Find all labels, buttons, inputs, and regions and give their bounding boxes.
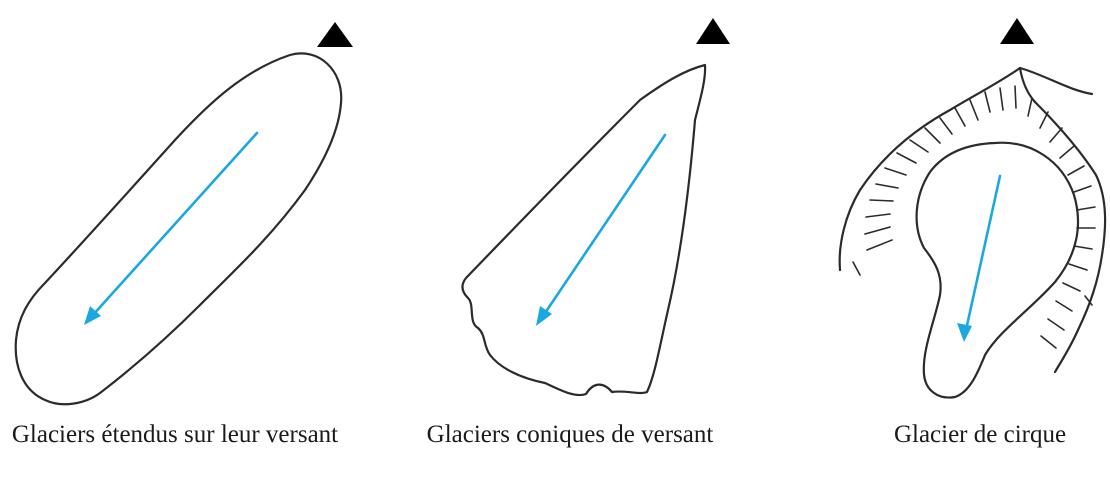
cirque-headwall-line xyxy=(838,66,1022,272)
flow-arrow-icon xyxy=(541,133,667,318)
flow-arrowhead-icon xyxy=(84,306,101,325)
cirque-headwall-line xyxy=(1033,100,1107,374)
flow-arrow-icon xyxy=(90,131,259,318)
panel-conical-glacier xyxy=(461,18,730,397)
caption-cirque-glacier: Glacier de cirque xyxy=(893,421,1067,448)
ridge-line xyxy=(1018,66,1094,96)
flow-arrow-icon xyxy=(964,174,1002,332)
panel-elongated-glacier xyxy=(14,22,353,406)
caption-elongated-glacier: Glaciers étendus sur leur versant xyxy=(11,421,339,448)
elongated-glacier-outline xyxy=(14,52,343,406)
conical-glacier-outline xyxy=(461,63,707,397)
flow-arrowhead-icon xyxy=(957,323,972,342)
panel-cirque-glacier xyxy=(838,18,1107,399)
cirque-glacier-outline xyxy=(915,141,1080,399)
ridge-line xyxy=(1018,66,1037,104)
flow-arrowhead-icon xyxy=(536,306,552,326)
summit-triangle-icon xyxy=(1000,18,1034,44)
summit-triangle-icon xyxy=(696,18,730,44)
caption-conical-glacier: Glaciers coniques de versant xyxy=(426,421,714,448)
headwall-hachures xyxy=(852,85,1096,349)
summit-triangle-icon xyxy=(317,22,353,47)
